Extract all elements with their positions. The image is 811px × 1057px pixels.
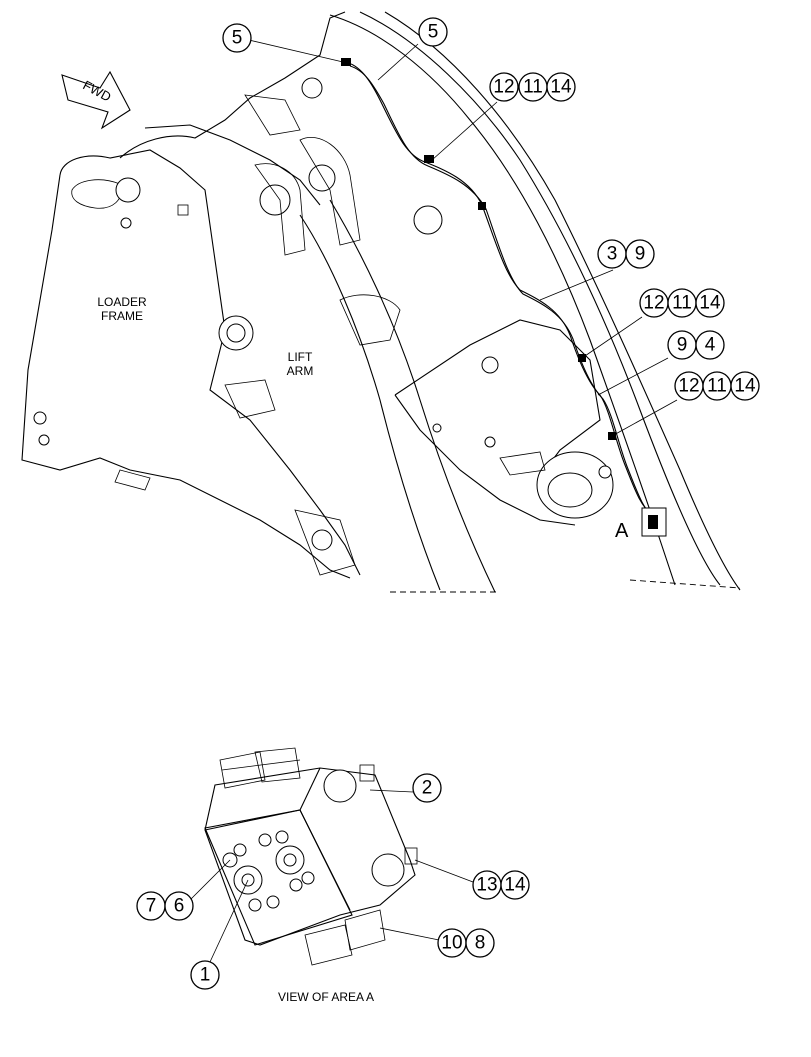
valve-assembly-drawing bbox=[204, 747, 418, 966]
svg-text:4: 4 bbox=[705, 335, 716, 356]
callout-14-bottom: 14 bbox=[500, 870, 530, 900]
loader-frame-drawing bbox=[21, 11, 361, 579]
svg-text:2: 2 bbox=[422, 778, 433, 799]
svg-text:11: 11 bbox=[523, 77, 543, 98]
view-caption: VIEW OF AREA A bbox=[278, 990, 374, 1004]
svg-text:14: 14 bbox=[504, 875, 526, 896]
svg-text:8: 8 bbox=[475, 933, 486, 954]
fwd-arrow: FWD bbox=[61, 70, 131, 130]
svg-text:13: 13 bbox=[476, 875, 497, 896]
loader-frame-label-line2: FRAME bbox=[101, 309, 143, 323]
svg-text:14: 14 bbox=[699, 293, 721, 314]
svg-text:12: 12 bbox=[493, 77, 514, 98]
svg-text:9: 9 bbox=[635, 244, 646, 265]
callout-5-right: 5 bbox=[418, 17, 448, 47]
svg-text:3: 3 bbox=[607, 244, 618, 265]
callout-6: 6 bbox=[164, 891, 194, 921]
callout-3: 3 bbox=[597, 239, 627, 269]
svg-text:11: 11 bbox=[707, 376, 727, 397]
lift-arm-label-line2: ARM bbox=[287, 364, 314, 378]
callout-12-middle: 12 bbox=[639, 288, 669, 318]
callout-14-lower: 14 bbox=[730, 371, 760, 401]
svg-text:14: 14 bbox=[734, 376, 756, 397]
svg-text:11: 11 bbox=[672, 293, 692, 314]
callout-4: 4 bbox=[695, 330, 725, 360]
svg-text:5: 5 bbox=[428, 22, 439, 43]
callout-2: 2 bbox=[412, 773, 442, 803]
svg-text:10: 10 bbox=[441, 933, 462, 954]
leader-lines-top bbox=[248, 39, 678, 437]
svg-text:6: 6 bbox=[174, 896, 185, 917]
callout-8: 8 bbox=[465, 928, 495, 958]
callout-5-left: 5 bbox=[222, 23, 252, 53]
callout-13: 13 bbox=[472, 870, 502, 900]
callout-10: 10 bbox=[437, 928, 467, 958]
callout-11-lower: 11 bbox=[702, 371, 732, 401]
svg-text:12: 12 bbox=[678, 376, 699, 397]
svg-text:12: 12 bbox=[643, 293, 664, 314]
svg-text:14: 14 bbox=[550, 77, 572, 98]
callout-14-upper: 14 bbox=[546, 72, 576, 102]
callout-11-upper: 11 bbox=[518, 72, 548, 102]
fwd-label: FWD bbox=[81, 77, 114, 104]
leader-lines-bottom bbox=[189, 789, 474, 963]
svg-text:9: 9 bbox=[677, 335, 688, 356]
callout-14-middle: 14 bbox=[695, 288, 725, 318]
callout-12-upper: 12 bbox=[489, 72, 519, 102]
callout-12-lower: 12 bbox=[674, 371, 704, 401]
callout-9-upper: 9 bbox=[625, 239, 655, 269]
area-a-marker: A bbox=[615, 520, 629, 542]
callout-1: 1 bbox=[190, 960, 220, 990]
callout-11-middle: 11 bbox=[667, 288, 697, 318]
svg-text:1: 1 bbox=[200, 965, 211, 986]
callout-9-lower: 9 bbox=[667, 330, 697, 360]
lift-arm-label-line1: LIFT bbox=[288, 350, 313, 364]
svg-text:5: 5 bbox=[232, 28, 243, 49]
loader-frame-label-line1: LOADER bbox=[97, 295, 147, 309]
svg-text:7: 7 bbox=[146, 896, 157, 917]
callout-7: 7 bbox=[136, 891, 166, 921]
